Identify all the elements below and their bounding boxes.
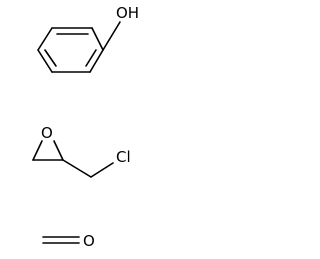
epoxide-o-c1-bond: [32, 140, 43, 161]
c-o-bond: [102, 21, 121, 51]
formaldehyde-structure: O: [42, 232, 95, 250]
ring-bond-3: [89, 49, 104, 73]
hydroxyl-label: OH: [116, 4, 139, 22]
ring-double-bond-3: [44, 49, 57, 67]
epichlorohydrin-structure: O Cl: [32, 124, 131, 178]
ring-bond-2: [91, 27, 104, 51]
chlorine-label: Cl: [116, 148, 131, 166]
benzene-ring: [37, 27, 104, 73]
ring-double-bond-2: [85, 49, 97, 67]
ring-bond-5: [37, 49, 53, 73]
epoxide-oxygen-label: O: [41, 124, 53, 142]
phenol-structure: OH: [37, 4, 139, 73]
ch2-cl-bond: [90, 162, 114, 178]
c2-ch2-bond: [62, 159, 92, 178]
structure-diagram: OH O Cl O: [32, 4, 139, 250]
epoxide-o-c2-bond: [53, 140, 64, 161]
carbonyl-oxygen-label: O: [83, 232, 95, 250]
ring-bond-6: [37, 27, 53, 51]
